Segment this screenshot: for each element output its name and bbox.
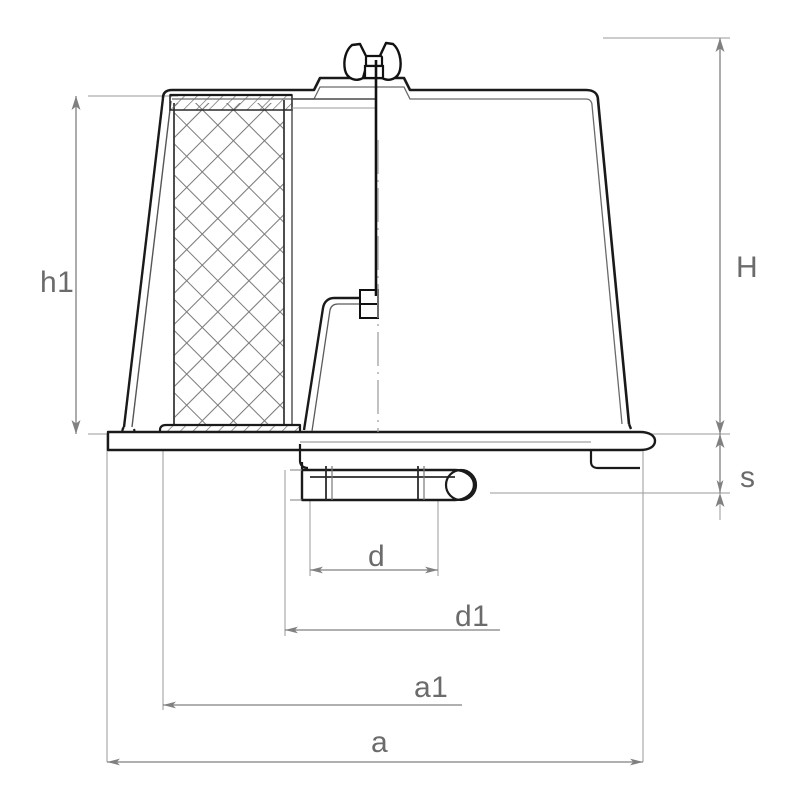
top-seal-gasket <box>169 94 293 111</box>
outlet-spigot-body <box>300 468 476 502</box>
cover-housing-outer-contour <box>161 76 631 425</box>
s-arrow-bottom <box>715 493 725 507</box>
dim-H-arrowheads <box>715 38 725 434</box>
flange-return-lip <box>589 450 640 470</box>
dim-label-a: a <box>371 726 388 759</box>
wing-nut-assembly <box>343 41 402 81</box>
wing-nut-body <box>363 64 385 80</box>
H-arrow-bottom <box>715 420 725 434</box>
h1-arrow-bottom <box>71 420 81 434</box>
wing-nut-left-wing <box>343 42 370 81</box>
s-arrow-top <box>715 434 725 448</box>
dimension-labels: h1 H s d d1 a1 a <box>40 251 758 759</box>
bracket-clamp-lower <box>359 303 379 319</box>
h1-arrow-top <box>71 96 81 110</box>
dim-s-arrowheads <box>715 434 725 507</box>
cover-right-bottom-edge <box>627 423 633 430</box>
cover-left-wall-inner <box>131 100 172 428</box>
outlet-spigot-assembly <box>290 462 478 502</box>
base-flange-plate <box>106 430 657 452</box>
dim-label-s: s <box>740 461 756 494</box>
dim-label-a1: a1 <box>414 671 448 704</box>
outlet-nose-circle <box>444 468 478 502</box>
wing-nut-collar <box>364 54 384 68</box>
dim-label-H: H <box>736 251 758 284</box>
inner-bracket-strut-inner <box>311 303 376 432</box>
dim-label-d1: d1 <box>455 600 489 633</box>
H-arrow-top <box>715 38 725 52</box>
inner-bracket-strut-outer <box>302 296 376 431</box>
dim-label-h1: h1 <box>40 266 74 299</box>
dim-h1-arrowheads <box>71 96 81 434</box>
filter-element-mesh <box>174 103 284 426</box>
dim-label-d: d <box>368 540 385 573</box>
cover-left-wall-outer <box>122 97 165 428</box>
